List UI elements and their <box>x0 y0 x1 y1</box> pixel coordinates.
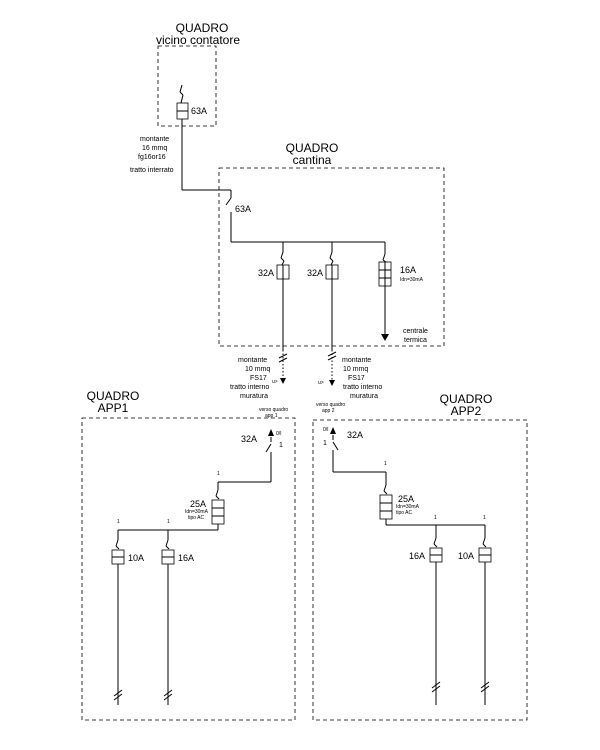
cantina-breaker-1-label: 32A <box>258 268 274 278</box>
panel-app2-title-1: QUADRO <box>440 392 493 406</box>
svg-text:1: 1 <box>434 515 437 521</box>
cantina-breaker-3-label: 16A <box>400 265 416 275</box>
panel-contatore-title-1: QUADRO <box>176 21 229 35</box>
svg-text:1: 1 <box>167 519 170 525</box>
app1-switch-pos-0: 0/I <box>276 431 282 437</box>
riser-app2-line-5: muratura <box>350 393 378 400</box>
panel-app1: QUADRO APP1 verso quadro app 1 0/I 32A 1… <box>81 389 296 721</box>
cantina-breaker-2-label: 32A <box>307 268 323 278</box>
app1-breaker-2: 1 16A <box>161 519 194 705</box>
app2-ext-note-1: verso quadro <box>316 402 345 408</box>
cantina-breaker-2: 32A <box>307 242 339 350</box>
riser-main-line-3: fg16or16 <box>138 154 166 161</box>
riser-app1-tag: u> <box>272 379 278 385</box>
panel-contatore-title-2: vicino contatore <box>156 33 240 47</box>
app2-rcd-note-2: tipo AC <box>396 510 413 516</box>
riser-app1-line-4: tratto interno <box>230 384 269 391</box>
app1-switch-pos-1: 1 <box>279 442 283 449</box>
app1-ext-note-2: app 1 <box>265 413 278 419</box>
app1-rcd-note-2: tipo AC <box>188 515 205 521</box>
breaker-63a-label: 63A <box>191 106 207 116</box>
panel-contatore: QUADRO vicino contatore 63A <box>156 21 240 140</box>
app2-ext-note-2: app 2 <box>322 408 335 414</box>
panel-cantina-frame <box>218 167 445 347</box>
app2-breaker-2-label: 10A <box>458 551 474 561</box>
riser-main: montante 16 mmq fg16or16 tratto interrat… <box>130 136 232 198</box>
cantina-out-note-1: centrale <box>403 328 428 335</box>
app1-rcd-25a: 1 25A Idn=30mA tipo AC <box>185 471 225 530</box>
riser-app1: u> montante 10 mmq FS17 tratto interno m… <box>230 350 288 400</box>
app1-ext-note-1: verso quadro <box>259 407 288 413</box>
app1-breaker-2-label: 16A <box>178 553 194 563</box>
app2-breaker-1-label: 16A <box>409 551 425 561</box>
panel-cantina: QUADRO cantina 63A 32A <box>218 141 445 350</box>
panel-app1-title-1: QUADRO <box>87 389 140 403</box>
riser-app2: u> montante 10 mmq FS17 tratto interno m… <box>318 350 382 400</box>
app2-rcd-label: 25A <box>398 494 414 504</box>
svg-text:1: 1 <box>217 471 220 477</box>
main-switch-63a: 63A <box>225 197 251 242</box>
riser-main-line-4: tratto interrato <box>130 167 174 174</box>
riser-app1-line-2: 10 mmq <box>245 366 270 373</box>
riser-app2-line-1: montante <box>342 357 371 364</box>
panel-app2-title-2: APP2 <box>451 404 482 418</box>
arrow-up-icon <box>268 429 274 436</box>
riser-app1-line-1: montante <box>238 357 267 364</box>
svg-text:1: 1 <box>483 515 486 521</box>
app2-switch-pos-0: 0/I <box>323 427 329 433</box>
panel-contatore-frame <box>157 45 217 127</box>
cantina-breaker-3-note: Idn=30mA <box>400 277 424 283</box>
arrow-down-icon <box>329 380 335 386</box>
panel-app1-title-2: APP1 <box>98 401 129 415</box>
panel-app2-frame <box>312 419 528 721</box>
app2-breaker-1: 1 16A <box>409 515 443 705</box>
app2-switch-pos-1: 1 <box>323 440 327 447</box>
riser-app2-line-3: FS17 <box>348 375 365 382</box>
breaker-63a-contatore: 63A <box>176 84 207 120</box>
svg-text:1: 1 <box>117 519 120 525</box>
app2-rcd-note-1: Idn=30mA <box>396 504 420 510</box>
panel-app1-frame <box>81 417 296 721</box>
app1-switch-label: 32A <box>241 434 257 444</box>
riser-app2-tag: u> <box>318 380 324 386</box>
panel-cantina-title-1: QUADRO <box>286 141 339 155</box>
app1-breaker-1: 1 10A <box>111 519 144 705</box>
app2-switch-label: 32A <box>347 430 363 440</box>
arrow-down-icon <box>381 334 389 341</box>
main-switch-label: 63A <box>235 204 251 214</box>
app1-rcd-note-1: Idn=30mA <box>185 509 209 515</box>
riser-main-line-2: 16 mmq <box>142 145 167 152</box>
riser-app1-line-3: FS17 <box>250 375 267 382</box>
arrow-down-icon <box>280 378 286 384</box>
cantina-breaker-3: 16A Idn=30mA centrale termica <box>378 242 428 344</box>
app1-breaker-1-label: 10A <box>128 553 144 563</box>
riser-app2-line-2: 10 mmq <box>343 366 368 373</box>
panel-app2: QUADRO APP2 verso quadro app 2 0/I 32A 1… <box>312 392 528 721</box>
riser-main-line-1: montante <box>140 136 169 143</box>
cantina-out-note-2: termica <box>404 337 427 344</box>
app2-rcd-25a: 1 25A Idn=30mA tipo AC <box>379 461 420 525</box>
svg-text:1: 1 <box>384 461 387 467</box>
app2-breaker-2: 1 10A <box>458 515 492 705</box>
app1-rcd-label: 25A <box>190 499 206 509</box>
cantina-breaker-1: 32A <box>258 242 290 350</box>
panel-cantina-title-2: cantina <box>293 153 332 167</box>
riser-app1-line-5: muratura <box>240 393 268 400</box>
riser-app2-line-4: tratto interno <box>343 384 382 391</box>
arrow-up-icon <box>330 427 336 434</box>
